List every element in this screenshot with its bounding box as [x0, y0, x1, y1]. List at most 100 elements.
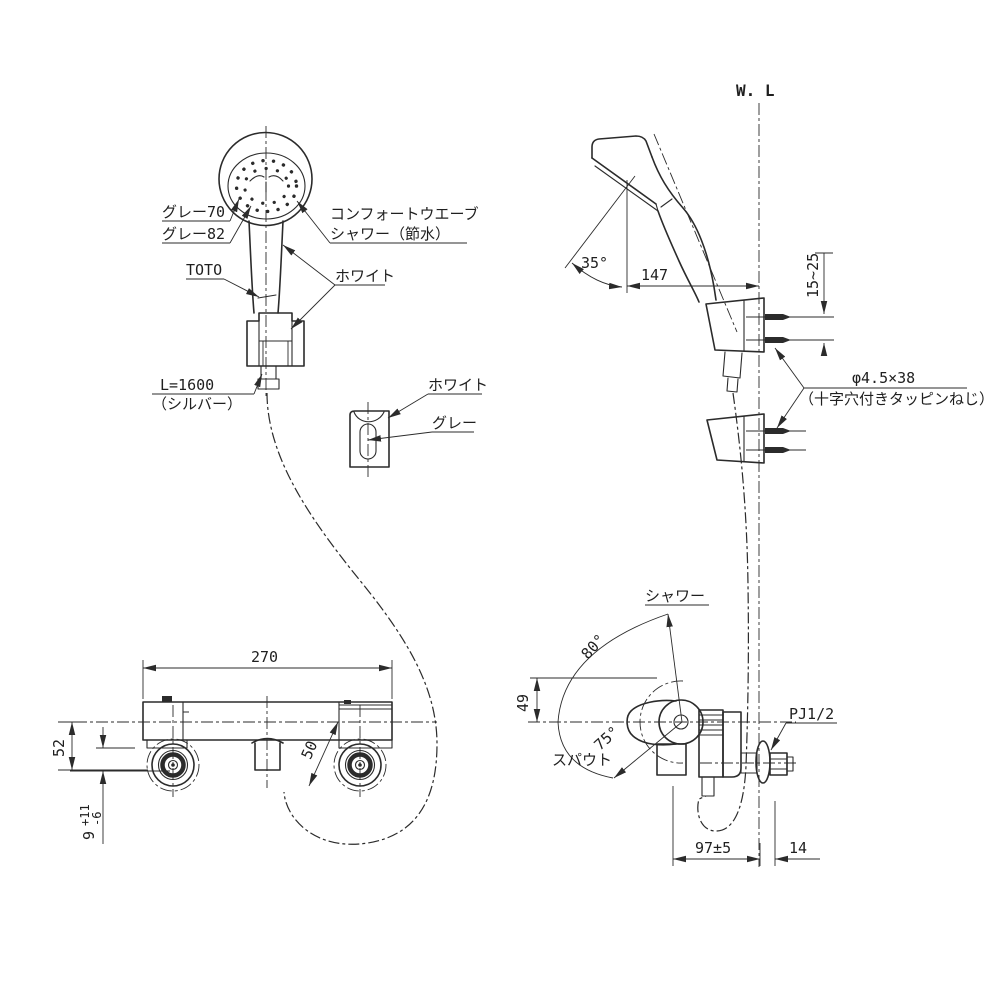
left-wall-leg: [146, 705, 200, 797]
dim-9-tol-upper: +11: [78, 804, 92, 826]
leader-line: [776, 387, 805, 429]
dim-9: 9: [80, 831, 98, 840]
spray-slot-left: [249, 175, 265, 182]
shower-hose-curve: [266, 392, 438, 845]
head-face-line: [591, 157, 657, 205]
angle-ref-slant: [564, 175, 636, 269]
label-shower-position: シャワー: [645, 587, 705, 605]
dim-97: 97±5: [695, 839, 731, 857]
head-face-inner-line: [594, 165, 659, 212]
label-screw-size: φ4.5×38: [852, 369, 915, 387]
leader-line: [229, 205, 252, 244]
handle-back-edge: [651, 156, 717, 301]
leader-line: [367, 431, 433, 442]
rotation-arc: [557, 613, 669, 779]
connection-nut: [769, 752, 788, 776]
installation-side-view: W. L 35° 147 15~25: [564, 81, 994, 867]
mixer-body: [142, 701, 393, 741]
shower-outlet-tube: [701, 776, 715, 797]
wall-flange: [755, 740, 771, 784]
spray-holes-inner-ring: [242, 166, 291, 206]
tapping-screw: [765, 314, 791, 320]
handle-lever: [626, 699, 677, 746]
body-detail-line: [182, 702, 189, 713]
eccentric-stub: [740, 752, 758, 774]
hose-curve-side: [697, 392, 749, 832]
right-wall-leg: [333, 705, 387, 797]
angle-arc-35: [571, 262, 623, 290]
hanger-mouth-arc: [353, 411, 385, 423]
label-white: ホワイト: [335, 267, 395, 285]
leader-line: [223, 278, 260, 298]
dim-270: 270: [251, 648, 278, 666]
hose-nut: [257, 378, 280, 390]
shower-direction-ray: [666, 613, 683, 723]
dim-75deg: 75°: [591, 723, 623, 755]
leader-line: [296, 200, 331, 244]
hanger-body: [349, 410, 390, 468]
dim-147: 147: [641, 266, 668, 284]
shower-holder-lower: [706, 413, 765, 464]
lever-index-mark: [344, 700, 351, 704]
valve-front-view: 270: [50, 648, 437, 844]
spout-direction-ray: [613, 721, 683, 779]
handle-left-edge: [248, 220, 255, 314]
label-comfort-wave-2: シャワー（節水）: [330, 225, 450, 243]
handle-right-edge: [277, 220, 284, 314]
label-hanger-gray: グレー: [432, 414, 477, 432]
hose-connector: [260, 365, 277, 380]
leader-line: [290, 284, 336, 330]
dim-14: 14: [789, 839, 807, 857]
spout-body: [254, 742, 281, 771]
label-screw-type: （十字穴付きタッピンねじ）: [799, 390, 994, 408]
shower-holder-upper: [705, 297, 765, 353]
label-hose-length: L=1600: [160, 376, 214, 394]
label-gray82: グレー82: [162, 225, 225, 243]
handle-pivot-center: [673, 714, 689, 730]
spray-holes-outer-ring: [234, 158, 299, 214]
spray-slot-right: [268, 175, 284, 182]
handle-alt-position-arc: [639, 680, 684, 764]
holder-hose-tail: [726, 377, 739, 393]
dim-9-tolerance: 9 +11 -6: [78, 804, 104, 840]
holder-connector: [722, 351, 743, 379]
label-comfort-wave-1: コンフォートウエーブ: [330, 205, 479, 223]
wall-bracket: [246, 312, 305, 367]
tapping-screw: [765, 428, 791, 434]
dim-line-50: [308, 721, 339, 787]
shower-face: [227, 152, 306, 220]
hand-shower-front-view: グレー70 グレー82 コンフォートウエーブ シャワー（節水） TOTO ホワイ…: [152, 126, 479, 845]
leader-line: [282, 244, 336, 286]
label-toto: TOTO: [186, 261, 222, 279]
tapping-screw: [765, 337, 791, 343]
right-end-cap: [338, 739, 393, 749]
handle-axis-line: [653, 133, 738, 333]
spout-outlet-block: [656, 743, 687, 776]
leader-line: [774, 347, 805, 389]
valve-side-view: 49 80° 75° シャワー スパウト PJ1/2: [514, 587, 837, 866]
leader-line: [253, 373, 263, 395]
shower-head-rim: [218, 131, 313, 227]
hanger-detail-view: ホワイト グレー: [349, 376, 488, 480]
label-spout-position: スパウト: [552, 751, 612, 769]
tapping-screw: [765, 447, 791, 453]
label-thread: PJ1/2: [789, 705, 834, 723]
dim-35deg: 35°: [581, 254, 608, 272]
head-face-cap: [655, 203, 659, 212]
shower-head-side: [591, 135, 653, 159]
left-end-cap: [146, 739, 188, 749]
label-wall-line: W. L: [736, 81, 775, 100]
label-hose-silver: （シルバー）: [152, 395, 242, 413]
dim-52: 52: [50, 739, 68, 757]
leader-line: [229, 198, 240, 222]
label-gray70: グレー70: [162, 203, 225, 221]
leader-line: [387, 393, 429, 419]
dim-49: 49: [514, 694, 532, 712]
leader-line: [770, 722, 787, 751]
handle-neck-line: [660, 198, 673, 208]
handle-front-edge: [657, 210, 700, 303]
label-hanger-white: ホワイト: [428, 376, 488, 394]
dim-50: 50: [298, 738, 322, 762]
